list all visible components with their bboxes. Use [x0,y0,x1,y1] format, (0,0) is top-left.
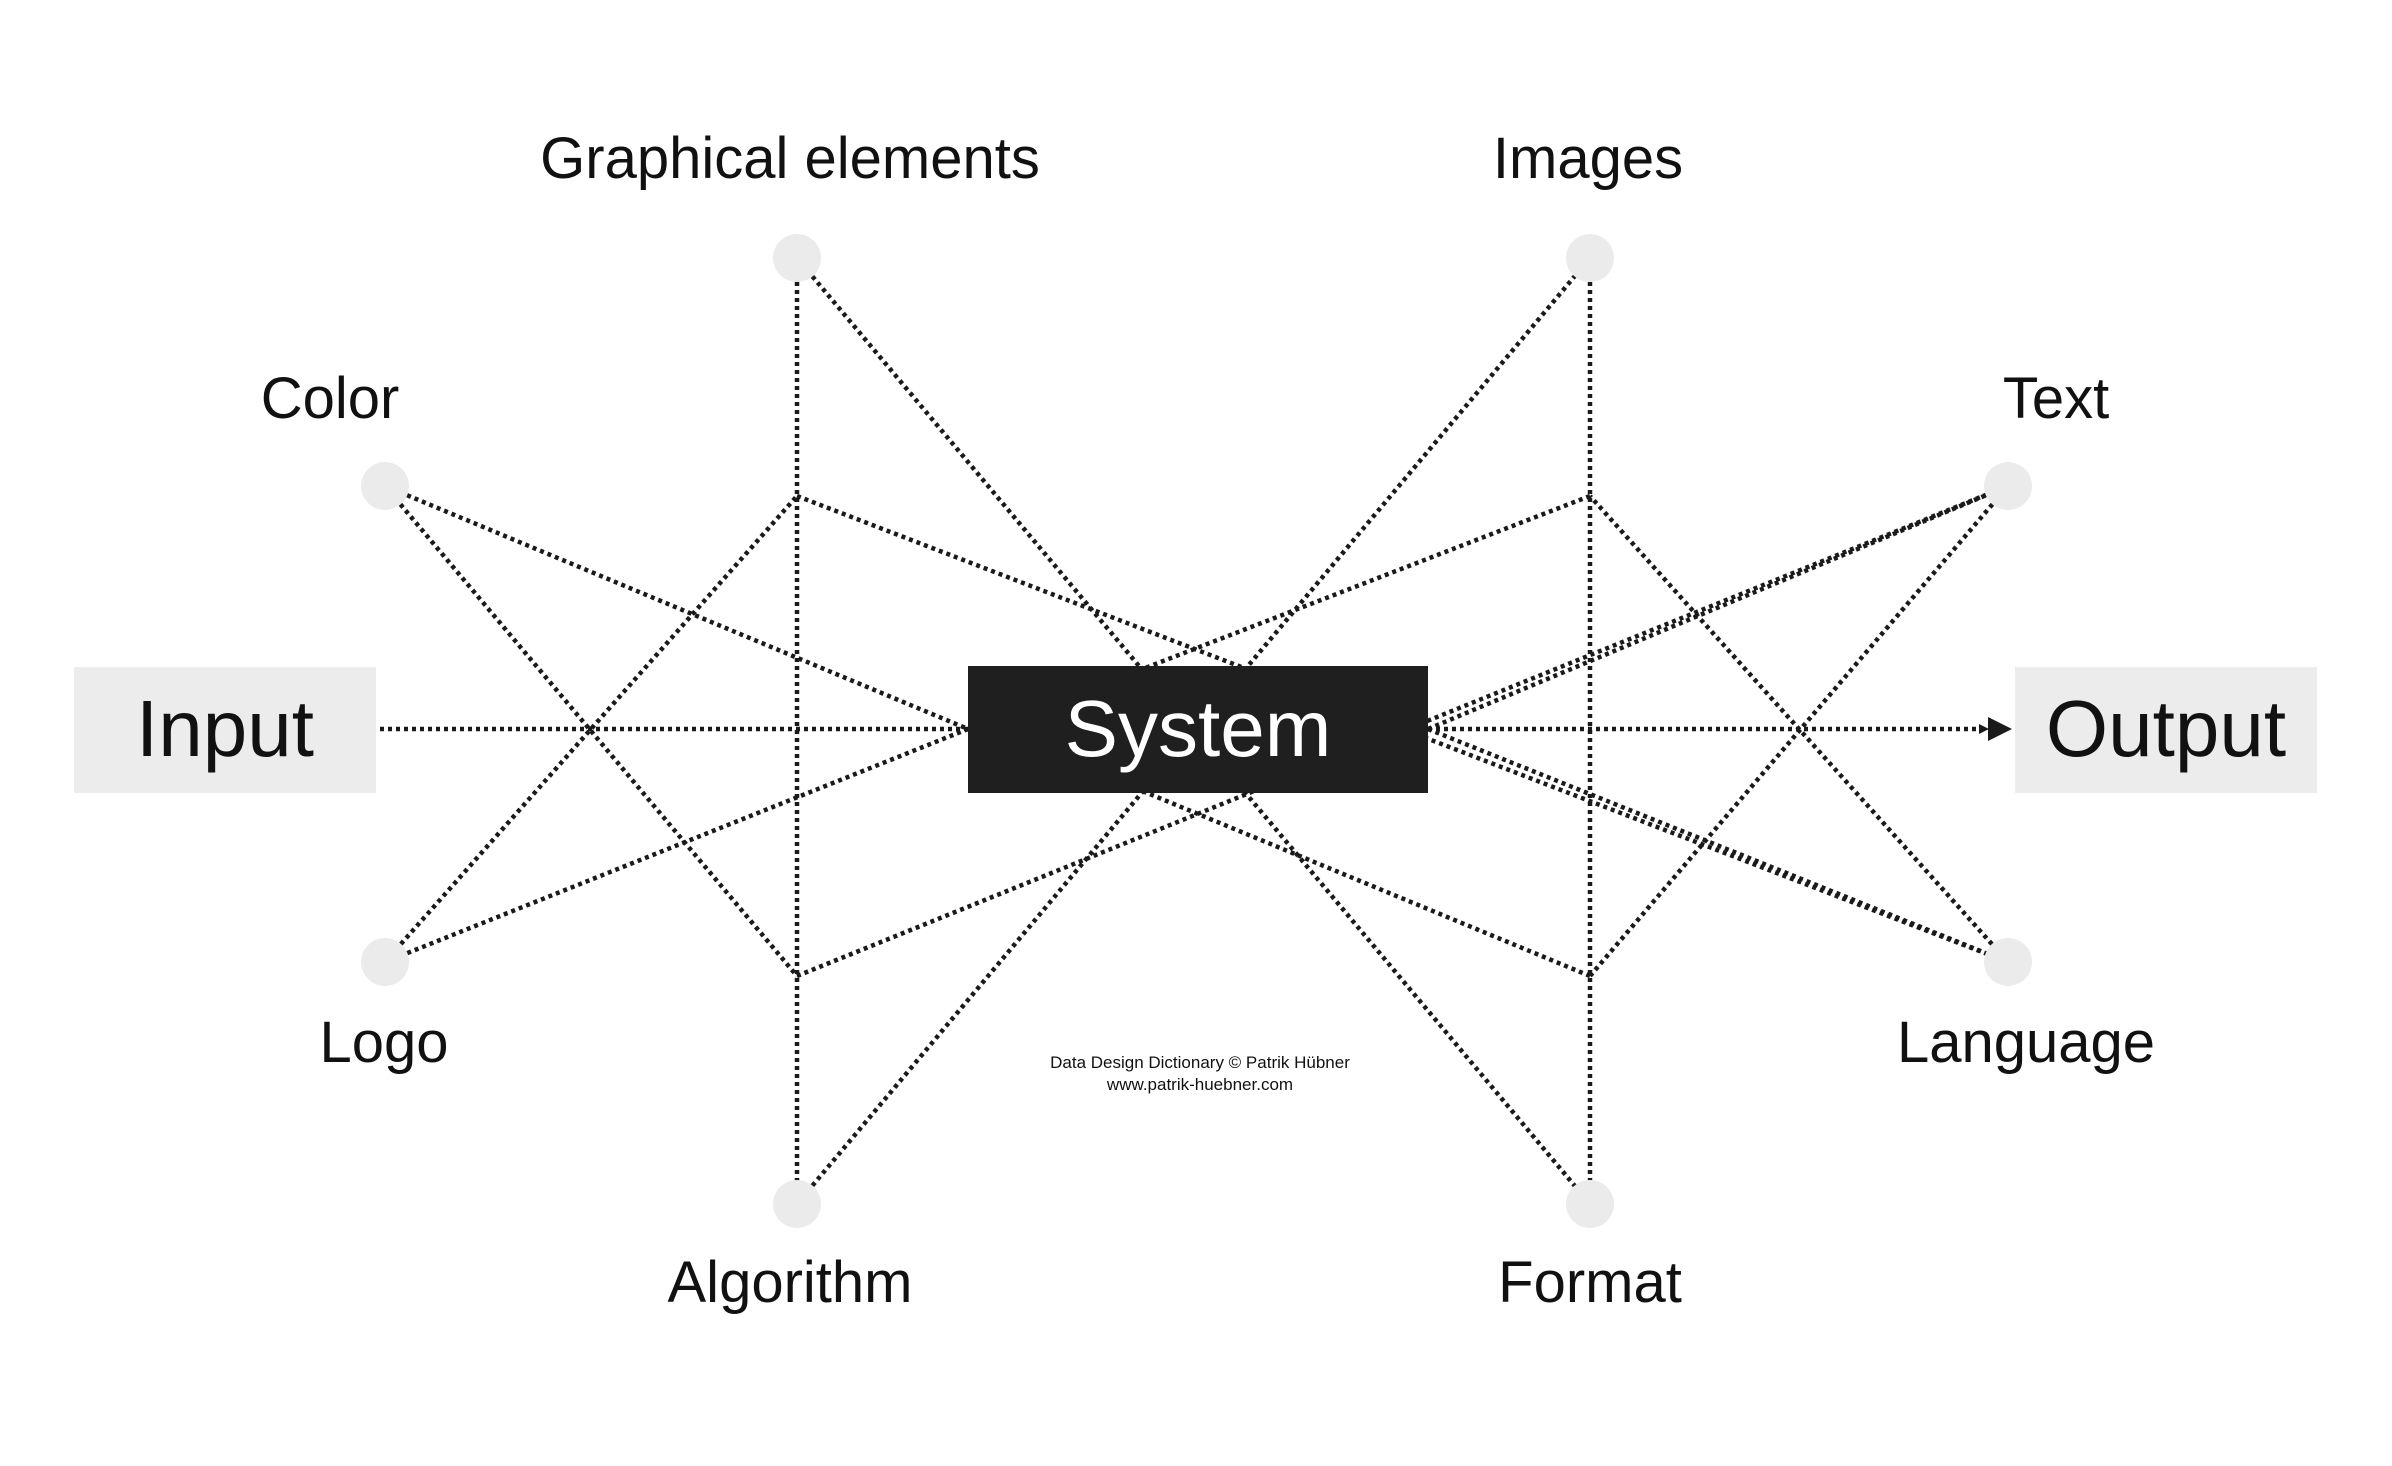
system-box: System [968,666,1428,793]
line-color-inner-bottom [383,484,799,978]
label-algorithm: Algorithm [668,1250,913,1315]
node-graphical-elements [773,234,821,282]
line-inner-bottom-left-to-text [796,483,2009,979]
label-language: Language [1897,1010,2155,1075]
label-color: Color [261,366,400,431]
label-graphical-elements: Graphical elements [540,126,1040,191]
node-labels: Graphical elements Images Color Text Log… [261,126,2155,1315]
line-color-system [384,483,969,732]
node-logo [361,938,409,986]
label-format: Format [1498,1250,1682,1315]
line-inner-top-right-to-logo-side [1139,493,1591,673]
node-images [1566,234,1614,282]
node-language [1984,938,2032,986]
line-system-text [1427,483,2009,732]
system-box-bg [968,666,1428,793]
label-text: Text [2003,366,2109,431]
credit: Data Design Dictionary © Patrik Hübner w… [1050,1053,1350,1094]
line-inner-bottom-right-to-color-side [1139,787,1591,979]
line-text-inner-bottom [1588,484,2010,978]
system-label: System [1065,684,1332,773]
output-box-bg [2015,667,2317,793]
credit-line-1: Data Design Dictionary © Patrik Hübner [1050,1053,1350,1072]
output-label: Output [2046,684,2286,773]
node-markers [361,234,2032,1228]
line-language-inner-top [1588,494,2010,964]
label-images: Images [1493,126,1683,191]
line-logo-system [384,726,969,965]
output-arrowhead [1988,717,2012,741]
line-system-language [1427,726,2009,965]
input-label: Input [136,684,314,773]
credit-line-2: www.patrik-huebner.com [1106,1075,1293,1094]
node-color [361,462,409,510]
input-box-bg [74,667,376,793]
input-box: Input [74,667,376,793]
label-logo: Logo [319,1010,448,1075]
node-text [1984,462,2032,510]
output-box: Output [2015,667,2317,793]
node-algorithm [773,1180,821,1228]
node-format [1566,1180,1614,1228]
